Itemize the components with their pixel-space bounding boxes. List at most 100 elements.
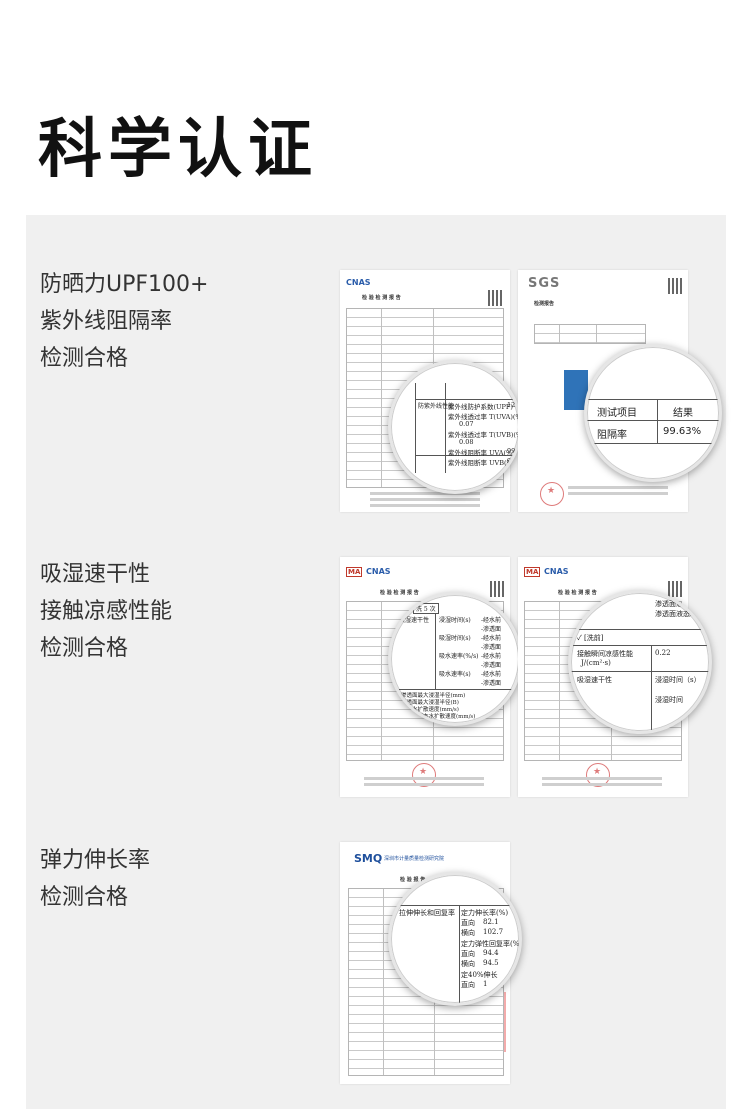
stamp-icon (586, 763, 610, 787)
stretch-value: 82.1 (483, 918, 499, 926)
moisture-magnifier: 洗 5 次 吸湿速干性 浸湿时间(s) -经水前 -渗透面 吸湿时间(s) -经… (388, 592, 522, 726)
uvb-transmittance-label: 紫外线透过率 T(UVB)(%) (448, 431, 522, 439)
grid-line (651, 671, 652, 731)
grid-line (571, 645, 709, 646)
cnas-logo: CNAS (544, 567, 569, 576)
label-line: 检测合格 (40, 885, 129, 910)
footer-text (364, 783, 484, 786)
footer-text (370, 492, 480, 495)
qr-code-icon (488, 290, 504, 306)
row-sub: -经水前 (481, 617, 502, 624)
grid-line (445, 383, 446, 473)
label-line: 接触凉感性能 (40, 599, 173, 624)
blocking-rate-value: 99.63% (663, 426, 702, 437)
qr-code-icon (668, 581, 684, 597)
row-sub: -经水前 (481, 635, 502, 642)
stretch-row: 定40%伸长 (461, 971, 498, 979)
side-label: 吸湿速干性 (577, 676, 612, 684)
sgs-logo: SGS (528, 276, 561, 291)
smq-institute: 深圳市计量质量检测研究院 (384, 856, 445, 862)
stretch-row: 横向 (461, 929, 475, 937)
tail-line: 浸湿时间 (655, 696, 683, 704)
page-title: 科学认证 (38, 113, 318, 187)
absorb-time-label: 吸湿时间(s) (439, 635, 471, 642)
uva-transmittance-value: 0.07 (459, 420, 474, 428)
footer-text (568, 492, 668, 495)
upf-label: 紫外线防护系数(UPF) (448, 403, 513, 411)
absorb-rate-label: 吸水速率(%/s) (439, 653, 479, 660)
sgs-summary-table (534, 324, 646, 344)
footer-text (542, 783, 662, 786)
label-line: 紫外线阻隔率 (40, 309, 173, 334)
uva-transmittance-label: 紫外线透过率 T(UVA)(%) (448, 413, 522, 421)
stretch-magnifier: 拉伸伸长和回复率 定力伸长率(%) 直向 82.1 横向 102.7 定力弹性回… (388, 872, 522, 1006)
row-sub: -渗透面 (481, 626, 502, 633)
section-stretch-label: 弹力伸长率 检测合格 (40, 842, 150, 916)
label-line: 检测合格 (40, 346, 129, 371)
stretch-row: 定力伸长率(%) (461, 909, 509, 917)
stretch-value: 94.5 (483, 959, 499, 967)
stretch-value: 102.7 (483, 928, 504, 936)
ma-logo: MA (524, 567, 541, 577)
row-sub: -渗透面 (481, 644, 502, 651)
top-line: 渗透面液态水 (655, 610, 697, 618)
stretch-row: 横向 (461, 960, 475, 968)
stretch-label: 拉伸伸长和回复率 (399, 909, 455, 917)
footer-text (370, 498, 480, 501)
tail-line: 渗透面最大浸湿半径(B) (401, 700, 459, 706)
stretch-row: 直向 (461, 950, 475, 958)
label-line: 检测合格 (40, 636, 129, 661)
grid-line (459, 905, 460, 1003)
tail-line: 渗透面最大浸湿半径(mm) (401, 693, 466, 699)
result-header: 结果 (673, 408, 693, 419)
uvb-blocking-label: 紫外线阻断率 UVB(%) (448, 459, 516, 467)
grid-line (651, 645, 652, 671)
qr-code-icon (668, 278, 684, 294)
grid-line (415, 383, 416, 473)
row-sub: -经水前 (481, 671, 502, 678)
cnas-logo: CNAS (366, 567, 391, 576)
wash-head: 洗 5 次 (413, 603, 439, 614)
grid-line (587, 399, 719, 400)
grid-line (587, 443, 719, 444)
doc-title: 检 验 检 测 报 告 (380, 590, 419, 596)
grid-line (399, 689, 519, 690)
grid-line (657, 399, 658, 443)
section-uv-label: 防晒力UPF100+ 紫外线阻隔率 检测合格 (40, 266, 208, 377)
wetting-time-label: 浸湿时间(s) (439, 617, 471, 624)
sgs-magnifier: 测试项目 结果 阻隔率 99.63% (584, 344, 722, 482)
grid-line (587, 420, 719, 421)
ma-logo: MA (346, 567, 363, 577)
uva-blocking-label: 紫外线阻断率 UVA(%) (448, 449, 515, 457)
stretch-row: 直向 (461, 919, 475, 927)
cnas-logo: CNAS (346, 278, 371, 287)
cooling-magnifier: 渗透面液态 渗透面液态水 ✓ [洗前] 接触瞬间凉感性能 0.22 J/(cm²… (568, 590, 712, 734)
doc-title: 检 验 检 测 报 告 (362, 295, 401, 301)
pre-wash-check: ✓ [洗前] (577, 634, 604, 642)
footer-text (542, 777, 662, 780)
tail-line: 浸湿时间（s） (655, 676, 701, 684)
stretch-value: 94.4 (483, 949, 499, 957)
uvb-transmittance-value: 0.08 (459, 438, 474, 446)
uvb-blocking-value: 99.92 (507, 457, 519, 465)
red-edge-marks (504, 992, 506, 1052)
grid-line (571, 671, 709, 672)
doc-title: 检 验 检 测 报 告 (558, 590, 597, 596)
tail-line: 液态水扩散速度(mm/s) (401, 707, 459, 713)
footer-text (370, 504, 480, 507)
doc-title: 检 验 报 告 (400, 877, 426, 883)
grid-line (415, 399, 519, 400)
grid-line (435, 613, 436, 689)
stretch-row: 直向 (461, 981, 475, 989)
stretch-value: 1 (483, 980, 488, 988)
stamp-icon (540, 482, 564, 506)
uva-blocking-value: 99.93 (507, 447, 519, 455)
footer-text (568, 486, 668, 489)
footer-text (364, 777, 484, 780)
section-moisture-label: 吸湿速干性 接触凉感性能 检测合格 (40, 556, 172, 667)
doc-title: 检测报告 (534, 301, 555, 307)
grid-line (391, 905, 519, 906)
cool-unit: J/(cm²·s) (581, 659, 611, 667)
grid-line (415, 455, 519, 456)
stamp-icon (412, 763, 436, 787)
